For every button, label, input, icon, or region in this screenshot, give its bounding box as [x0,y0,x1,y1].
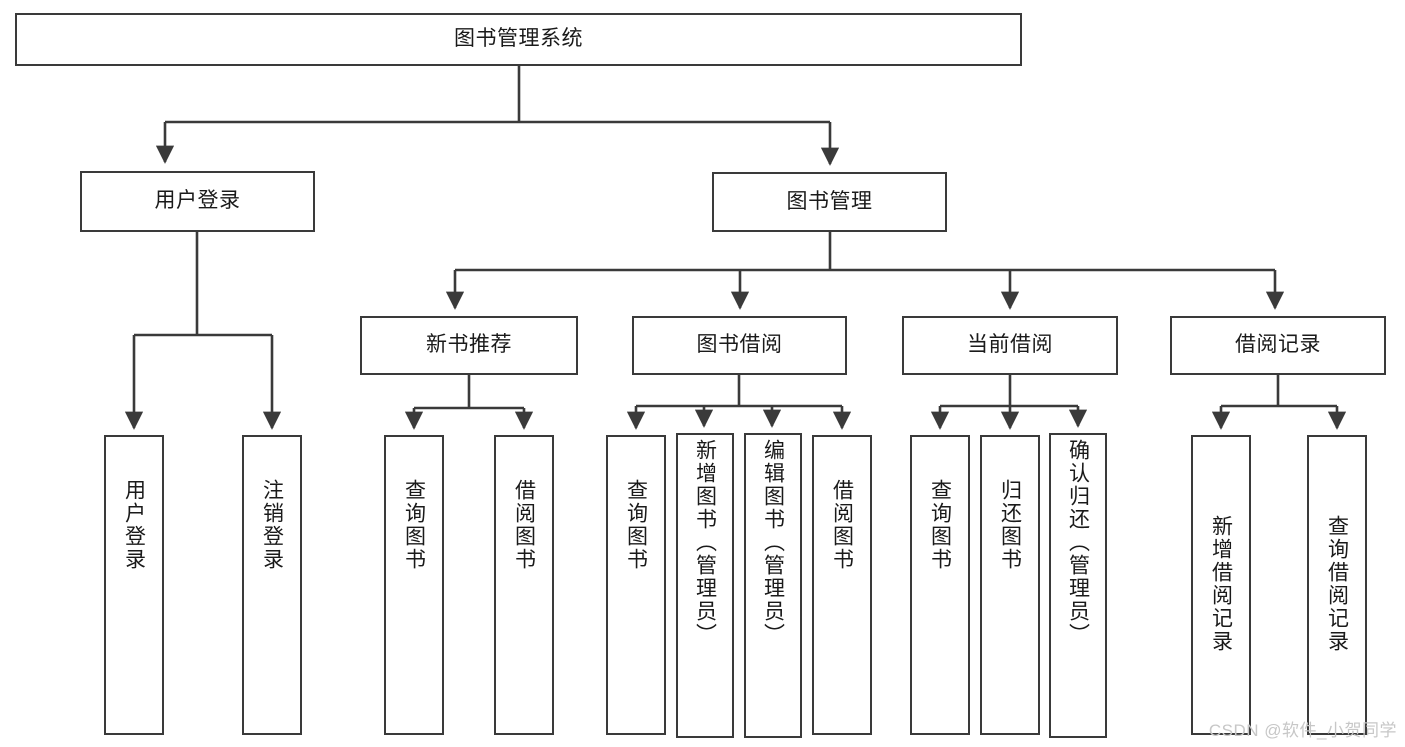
node-user-login-label: 用户登录 [154,189,241,213]
leaf-borrow-book-1[interactable]: 借阅图书 [494,435,554,735]
leaf-user-login[interactable]: 用户登录 [104,435,164,735]
node-new-book-rec-label: 新书推荐 [426,333,512,357]
node-root-label: 图书管理系统 [454,27,583,51]
leaf-borrow-book-2-label: 借阅图书 [830,479,854,571]
leaf-query-book-1-label: 查询图书 [402,479,426,571]
node-root[interactable]: 图书管理系统 [15,13,1022,66]
node-book-borrow-label: 图书借阅 [696,333,783,357]
node-book-manage[interactable]: 图书管理 [712,172,947,232]
leaf-query-record-label: 查询借阅记录 [1325,515,1349,653]
leaf-query-book-3[interactable]: 查询图书 [910,435,970,735]
node-user-login[interactable]: 用户登录 [80,171,315,232]
node-new-book-rec[interactable]: 新书推荐 [360,316,578,375]
leaf-add-book-label: 新增图书（管理员） [693,439,717,646]
leaf-add-record[interactable]: 新增借阅记录 [1191,435,1251,735]
csdn-watermark: CSDN @软件_小贺同学 [1208,721,1397,740]
leaf-return-book[interactable]: 归还图书 [980,435,1040,735]
leaf-user-login-label: 用户登录 [122,479,146,571]
leaf-query-book-3-label: 查询图书 [928,479,952,571]
leaf-confirm-return-label: 确认归还（管理员） [1066,439,1090,646]
node-current-borrow[interactable]: 当前借阅 [902,316,1118,375]
node-current-borrow-label: 当前借阅 [967,333,1053,357]
leaf-add-book[interactable]: 新增图书（管理员） [676,433,734,738]
leaf-query-book-1[interactable]: 查询图书 [384,435,444,735]
leaf-logout-label: 注销登录 [260,479,284,571]
node-borrow-record[interactable]: 借阅记录 [1170,316,1386,375]
leaf-return-book-label: 归还图书 [998,479,1022,571]
leaf-edit-book[interactable]: 编辑图书（管理员） [744,433,802,738]
leaf-edit-book-label: 编辑图书（管理员） [761,439,785,646]
leaf-query-book-2-label: 查询图书 [624,479,648,571]
leaf-add-record-label: 新增借阅记录 [1209,515,1233,653]
leaf-confirm-return[interactable]: 确认归还（管理员） [1049,433,1107,738]
leaf-borrow-book-1-label: 借阅图书 [512,479,536,571]
node-borrow-record-label: 借阅记录 [1235,333,1321,357]
leaf-query-record[interactable]: 查询借阅记录 [1307,435,1367,735]
node-book-borrow[interactable]: 图书借阅 [632,316,847,375]
leaf-logout[interactable]: 注销登录 [242,435,302,735]
node-book-manage-label: 图书管理 [786,189,873,213]
leaf-borrow-book-2[interactable]: 借阅图书 [812,435,872,735]
leaf-query-book-2[interactable]: 查询图书 [606,435,666,735]
